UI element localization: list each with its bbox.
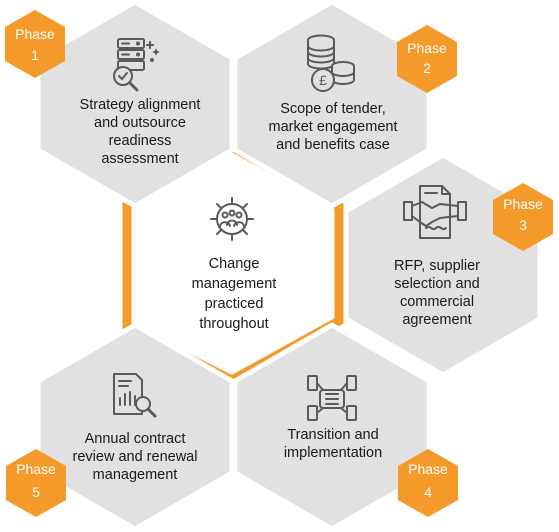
- svg-text:Phase: Phase: [407, 40, 447, 56]
- handshake-contract-icon: [403, 185, 467, 239]
- phase-1-badge: Phase 1: [5, 10, 65, 78]
- svg-text:assessment: assessment: [101, 151, 178, 167]
- svg-text:market engagement: market engagement: [269, 119, 398, 135]
- svg-text:Change: Change: [209, 256, 260, 272]
- svg-text:readiness: readiness: [109, 133, 172, 149]
- svg-text:Strategy alignment: Strategy alignment: [80, 97, 201, 113]
- svg-text:RFP, supplier: RFP, supplier: [394, 258, 480, 274]
- phase-4-label: Transition and implementation: [284, 427, 382, 461]
- phase-5-label: Annual contract review and renewal manag…: [73, 431, 198, 483]
- svg-text:implementation: implementation: [284, 445, 382, 461]
- svg-text:Phase: Phase: [503, 196, 543, 212]
- report-magnifier-icon: [113, 373, 157, 418]
- phase-5-badge: Phase 5: [6, 449, 66, 517]
- svg-text:Transition and: Transition and: [287, 427, 378, 443]
- svg-text:4: 4: [424, 484, 432, 500]
- svg-text:management: management: [192, 276, 277, 292]
- svg-text:Phase: Phase: [16, 461, 56, 477]
- svg-text:3: 3: [519, 217, 527, 233]
- svg-text:review and renewal: review and renewal: [73, 449, 198, 465]
- svg-text:5: 5: [32, 484, 40, 500]
- phase-4-badge: Phase 4: [398, 449, 458, 517]
- svg-text:Scope of tender,: Scope of tender,: [280, 101, 386, 117]
- phase-2-badge: Phase 2: [397, 25, 457, 93]
- svg-text:1: 1: [31, 47, 39, 63]
- svg-text:2: 2: [423, 60, 431, 76]
- svg-text:agreement: agreement: [402, 312, 471, 328]
- phase-3-label: RFP, supplier selection and commercial a…: [394, 258, 480, 328]
- people-gear-icon: [210, 197, 254, 241]
- svg-text:commercial: commercial: [400, 294, 474, 310]
- pound-coins-icon: £: [307, 34, 355, 92]
- svg-text:and benefits case: and benefits case: [276, 137, 390, 153]
- svg-text:management: management: [93, 467, 178, 483]
- svg-text:practiced: practiced: [205, 296, 264, 312]
- svg-text:Phase: Phase: [408, 461, 448, 477]
- svg-text:Annual contract: Annual contract: [85, 431, 186, 447]
- center-label: Change management practiced throughout: [192, 256, 277, 332]
- svg-text:throughout: throughout: [199, 316, 268, 332]
- phase-1-label: Strategy alignment and outsource readine…: [80, 97, 201, 167]
- server-magnifier-icon: [113, 38, 159, 92]
- svg-text:Phase: Phase: [15, 26, 55, 42]
- svg-text:£: £: [319, 72, 327, 88]
- phase-2-label: Scope of tender, market engagement and b…: [269, 101, 398, 153]
- phase-3-badge: Phase 3: [493, 183, 553, 251]
- joined-hands-icon: [307, 375, 357, 421]
- hexagon-5: [35, 322, 235, 532]
- svg-text:and outsource: and outsource: [94, 115, 186, 131]
- hexagon-4: [232, 322, 432, 532]
- svg-text:selection and: selection and: [394, 276, 479, 292]
